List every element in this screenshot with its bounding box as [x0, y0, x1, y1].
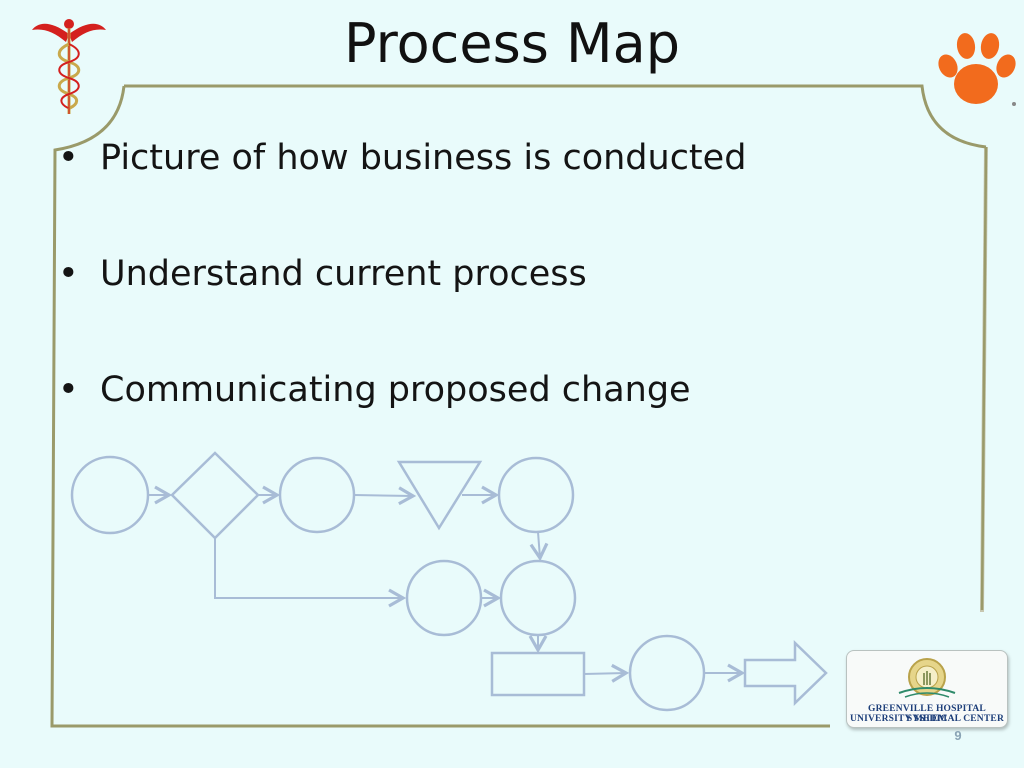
- slide-title: Process Map: [344, 12, 680, 75]
- flow-node-alt-step: [405, 559, 483, 637]
- hospital-name-line-2: UNIVERSITY MEDICAL CENTER: [849, 714, 1005, 724]
- bullet-glyph: •: [58, 138, 79, 178]
- flow-node-decision: [170, 451, 260, 540]
- hospital-seal-icon: [898, 658, 956, 698]
- flow-node-step-4: [628, 634, 706, 712]
- flow-node-start: [70, 455, 150, 535]
- flow-edge: [214, 538, 407, 608]
- bullet-glyph: •: [58, 370, 79, 410]
- page-number: 9: [954, 728, 962, 743]
- flow-node-process-box: [490, 651, 586, 697]
- flow-node-merge: [396, 460, 483, 531]
- bullet-item: • Communicating proposed change: [58, 370, 691, 410]
- bullet-text: Understand current process: [100, 254, 587, 294]
- bullet-item: • Picture of how business is conducted: [58, 138, 746, 178]
- caduceus-icon: [32, 19, 106, 114]
- bullet-text: Picture of how business is conducted: [100, 138, 747, 178]
- bullet-item: • Understand current process: [58, 254, 587, 294]
- flow-edge: [353, 486, 417, 506]
- bullet-glyph: •: [58, 254, 79, 294]
- hospital-name-line-1: GREENVILLE HOSPITAL SYSTEM: [868, 704, 986, 724]
- bullet-text: Communicating proposed change: [100, 370, 691, 410]
- flow-edge: [529, 531, 549, 562]
- flow-node-step-1: [278, 456, 356, 534]
- tiger-paw-icon: [938, 33, 1016, 106]
- flow-node-exit: [743, 640, 828, 706]
- flow-edge: [583, 663, 630, 683]
- flow-node-step-3: [499, 559, 577, 637]
- hospital-logo: GREENVILLE HOSPITAL SYSTEM UNIVERSITY ME…: [846, 650, 1008, 728]
- flow-node-step-2: [497, 456, 575, 534]
